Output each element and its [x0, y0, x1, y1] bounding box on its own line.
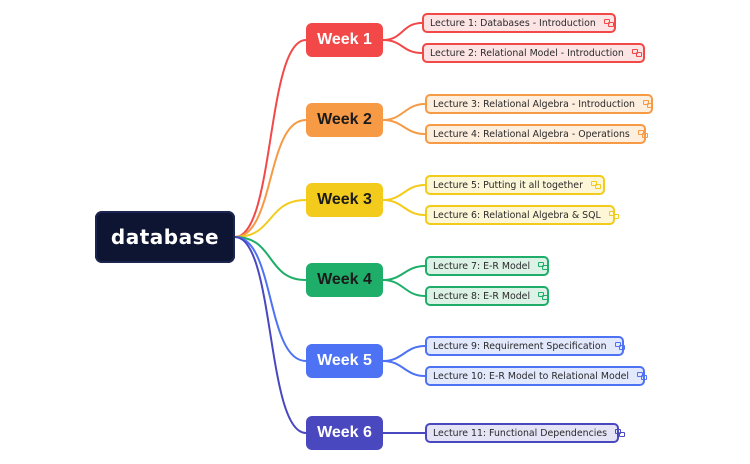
root-to-week-2-line: [234, 119, 307, 238]
week-node-6[interactable]: Week 6: [306, 416, 383, 450]
lecture-node[interactable]: Lecture 2: Relational Model - Introducti…: [422, 43, 645, 63]
lecture-label: Lecture 2: Relational Model - Introducti…: [430, 47, 624, 59]
notes-icon[interactable]: [603, 18, 615, 28]
lecture-label: Lecture 6: Relational Algebra & SQL: [433, 209, 601, 221]
notes-icon[interactable]: [637, 371, 648, 381]
week-to-lecture-line: [382, 184, 426, 201]
lecture-node[interactable]: Lecture 4: Relational Algebra - Operatio…: [425, 124, 649, 144]
lecture-node[interactable]: Lecture 7: E-R Model: [425, 256, 549, 276]
week-label: Week 4: [317, 271, 372, 288]
notes-icon[interactable]: [615, 428, 626, 438]
lecture-label: Lecture 3: Relational Algebra - Introduc…: [433, 98, 635, 110]
lecture-label: Lecture 8: E-R Model: [433, 290, 531, 302]
root-to-week-5-line: [234, 236, 307, 362]
root-to-week-3-line: [234, 199, 307, 238]
lecture-node[interactable]: Lecture 6: Relational Algebra & SQL: [425, 205, 619, 225]
lecture-node[interactable]: Lecture 9: Requirement Specification: [425, 336, 626, 356]
notes-icon[interactable]: [538, 261, 549, 271]
lecture-label: Lecture 1: Databases - Introduction: [430, 17, 596, 29]
lecture-node[interactable]: Lecture 11: Functional Dependencies: [425, 423, 625, 443]
lecture-label: Lecture 11: Functional Dependencies: [433, 427, 607, 439]
week-to-lecture-line: [382, 265, 426, 281]
week-node-4[interactable]: Week 4: [306, 263, 383, 297]
lecture-label: Lecture 9: Requirement Specification: [433, 340, 607, 352]
week-to-lecture-line: [382, 22, 423, 41]
week-node-5[interactable]: Week 5: [306, 344, 383, 378]
week-label: Week 1: [317, 31, 372, 48]
week-node-2[interactable]: Week 2: [306, 103, 383, 137]
week-to-lecture-line: [382, 199, 426, 216]
week-to-lecture-line: [382, 345, 426, 362]
notes-icon[interactable]: [643, 99, 654, 109]
notes-icon[interactable]: [631, 48, 643, 58]
lecture-node[interactable]: Lecture 10: E-R Model to Relational Mode…: [425, 366, 648, 386]
notes-icon[interactable]: [614, 341, 626, 351]
notes-icon[interactable]: [637, 129, 649, 139]
week-label: Week 6: [317, 424, 372, 441]
central-topic[interactable]: database: [95, 211, 235, 263]
week-label: Week 2: [317, 111, 372, 128]
lecture-node[interactable]: Lecture 8: E-R Model: [425, 286, 549, 306]
notes-icon[interactable]: [608, 210, 620, 220]
week-to-lecture-line: [382, 39, 423, 54]
lecture-node[interactable]: Lecture 5: Putting it all together: [425, 175, 605, 195]
week-to-lecture-line: [382, 119, 426, 135]
week-node-3[interactable]: Week 3: [306, 183, 383, 217]
root-to-week-4-line: [234, 236, 307, 281]
central-topic-label: database: [110, 225, 220, 249]
week-to-lecture-line: [382, 103, 426, 121]
lecture-label: Lecture 4: Relational Algebra - Operatio…: [433, 128, 630, 140]
lecture-label: Lecture 10: E-R Model to Relational Mode…: [433, 370, 630, 382]
root-to-week-6-line: [234, 236, 307, 434]
week-label: Week 3: [317, 191, 372, 208]
lecture-node[interactable]: Lecture 3: Relational Algebra - Introduc…: [425, 94, 653, 114]
week-to-lecture-line: [382, 360, 426, 377]
notes-icon[interactable]: [538, 291, 549, 301]
lecture-label: Lecture 7: E-R Model: [433, 260, 531, 272]
root-to-week-1-line: [234, 39, 307, 238]
week-label: Week 5: [317, 352, 372, 369]
week-node-1[interactable]: Week 1: [306, 23, 383, 57]
lecture-label: Lecture 5: Putting it all together: [433, 179, 583, 191]
lecture-node[interactable]: Lecture 1: Databases - Introduction: [422, 13, 616, 33]
week-to-lecture-line: [382, 279, 426, 297]
notes-icon[interactable]: [590, 180, 602, 190]
